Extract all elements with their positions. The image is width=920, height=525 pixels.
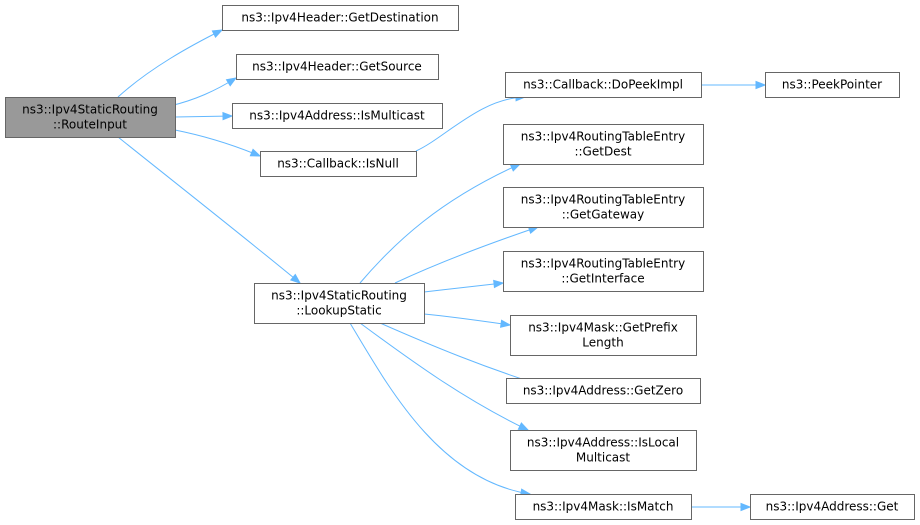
node-is-null[interactable]: ns3::Callback::IsNull xyxy=(260,151,417,177)
node-get-interface[interactable]: ns3::Ipv4RoutingTableEntry::GetInterface xyxy=(503,251,704,292)
node-route-input[interactable]: ns3::Ipv4StaticRouting::RouteInput xyxy=(5,97,176,138)
node-lookup-static[interactable]: ns3::Ipv4StaticRouting::LookupStatic xyxy=(254,283,425,324)
edge-line xyxy=(349,322,531,495)
node-label: ns3::Ipv4RoutingTableEntry xyxy=(521,193,685,207)
arrow-head xyxy=(211,29,224,39)
edge-route_input-to-is_multicast xyxy=(174,111,234,121)
edge-line xyxy=(117,29,223,98)
edge-lookup_static-to-is_match xyxy=(349,322,532,497)
node-label: ns3::Callback::IsNull xyxy=(277,157,399,171)
node-box[interactable] xyxy=(506,378,701,404)
edge-is_match-to-address_get xyxy=(691,502,752,512)
edge-lookup_static-to-get_prefix_length xyxy=(423,313,512,328)
arrow-head xyxy=(249,148,262,157)
node-label: ::RouteInput xyxy=(53,118,127,132)
node-label: ::LookupStatic xyxy=(296,304,381,318)
edge-line xyxy=(359,322,529,431)
node-box[interactable] xyxy=(510,315,697,356)
edge-line xyxy=(423,282,504,293)
node-box[interactable] xyxy=(503,251,704,292)
node-address-get[interactable]: ns3::Ipv4Address::Get xyxy=(750,494,915,520)
edge-line xyxy=(117,136,301,284)
node-peek-pointer[interactable]: ns3::PeekPointer xyxy=(765,72,900,98)
node-box[interactable] xyxy=(254,283,425,324)
edge-route_input-to-get_source xyxy=(169,77,238,107)
edge-route_input-to-lookup_static xyxy=(117,136,302,284)
node-label: ns3::Ipv4RoutingTableEntry xyxy=(521,257,685,271)
arrow-head xyxy=(222,111,234,121)
node-box[interactable] xyxy=(232,103,443,129)
node-get-dest[interactable]: ns3::Ipv4RoutingTableEntry::GetDest xyxy=(503,124,704,165)
node-box[interactable] xyxy=(765,72,900,98)
edge-lookup_static-to-get_gateway xyxy=(394,226,540,284)
node-is-multicast[interactable]: ns3::Ipv4Address::IsMulticast xyxy=(232,103,443,129)
edge-lookup_static-to-get_interface xyxy=(423,279,505,293)
arrow-head xyxy=(755,80,767,90)
node-label: ns3::Ipv4Mask::GetPrefix xyxy=(528,321,678,335)
node-label: ns3::Ipv4Address::IsMulticast xyxy=(249,109,425,123)
node-label: Length xyxy=(582,336,623,350)
node-label: Multicast xyxy=(576,451,631,465)
edge-route_input-to-is_null xyxy=(174,129,262,157)
edges-layer xyxy=(117,29,767,512)
node-label: ns3::Ipv4Address::IsLocal xyxy=(527,436,679,450)
node-label: ::GetInterface xyxy=(561,272,644,286)
node-label: ::GetGateway xyxy=(562,208,644,222)
node-box[interactable] xyxy=(236,54,439,80)
edge-do_peek_impl-to-peek_pointer xyxy=(701,80,767,90)
edge-line xyxy=(415,96,526,152)
arrow-head xyxy=(289,273,302,284)
node-label: ns3::Ipv4StaticRouting xyxy=(22,103,158,117)
node-box[interactable] xyxy=(260,151,417,177)
node-box[interactable] xyxy=(503,124,704,165)
edge-line xyxy=(169,77,237,107)
node-is-match[interactable]: ns3::Ipv4Mask::IsMatch xyxy=(515,494,692,520)
node-label: ns3::Ipv4RoutingTableEntry xyxy=(521,130,685,144)
node-get-gateway[interactable]: ns3::Ipv4RoutingTableEntry::GetGateway xyxy=(503,187,704,228)
edge-lookup_static-to-is_local_multicast xyxy=(359,322,530,431)
node-box[interactable] xyxy=(222,5,459,31)
node-box[interactable] xyxy=(750,494,915,520)
node-label: ns3::Ipv4StaticRouting xyxy=(271,289,407,303)
node-label: ns3::PeekPointer xyxy=(782,78,882,92)
node-label: ns3::Ipv4Mask::IsMatch xyxy=(533,500,674,514)
edge-line xyxy=(423,313,511,326)
node-box[interactable] xyxy=(505,72,702,98)
edge-lookup_static-to-get_dest xyxy=(359,163,522,284)
arrow-head xyxy=(517,422,530,431)
node-box[interactable] xyxy=(503,187,704,228)
edge-line xyxy=(174,129,261,157)
edge-route_input-to-get_destination xyxy=(117,29,224,98)
node-label: ns3::Ipv4Address::Get xyxy=(766,500,899,514)
arrow-head xyxy=(740,502,752,512)
node-label: ns3::Callback::DoPeekImpl xyxy=(523,78,683,92)
arrow-head xyxy=(499,319,512,328)
arrow-head xyxy=(509,163,522,172)
node-get-destination[interactable]: ns3::Ipv4Header::GetDestination xyxy=(222,5,459,31)
node-get-zero[interactable]: ns3::Ipv4Address::GetZero xyxy=(506,378,701,404)
node-get-source[interactable]: ns3::Ipv4Header::GetSource xyxy=(236,54,439,80)
arrow-head xyxy=(493,279,505,289)
nodes-layer: ns3::Ipv4StaticRouting::RouteInputns3::I… xyxy=(5,5,915,520)
edge-line xyxy=(174,115,233,118)
node-label: ns3::Ipv4Header::GetDestination xyxy=(241,11,438,25)
node-label: ::GetDest xyxy=(574,145,631,159)
node-box[interactable] xyxy=(515,494,692,520)
node-box[interactable] xyxy=(510,430,697,471)
node-box[interactable] xyxy=(5,97,176,138)
node-do-peek-impl[interactable]: ns3::Callback::DoPeekImpl xyxy=(505,72,702,98)
edge-line xyxy=(394,226,539,284)
arrow-head xyxy=(225,77,238,87)
node-label: ns3::Ipv4Header::GetSource xyxy=(252,60,422,74)
node-label: ns3::Ipv4Address::GetZero xyxy=(523,384,683,398)
edge-line xyxy=(359,163,521,284)
